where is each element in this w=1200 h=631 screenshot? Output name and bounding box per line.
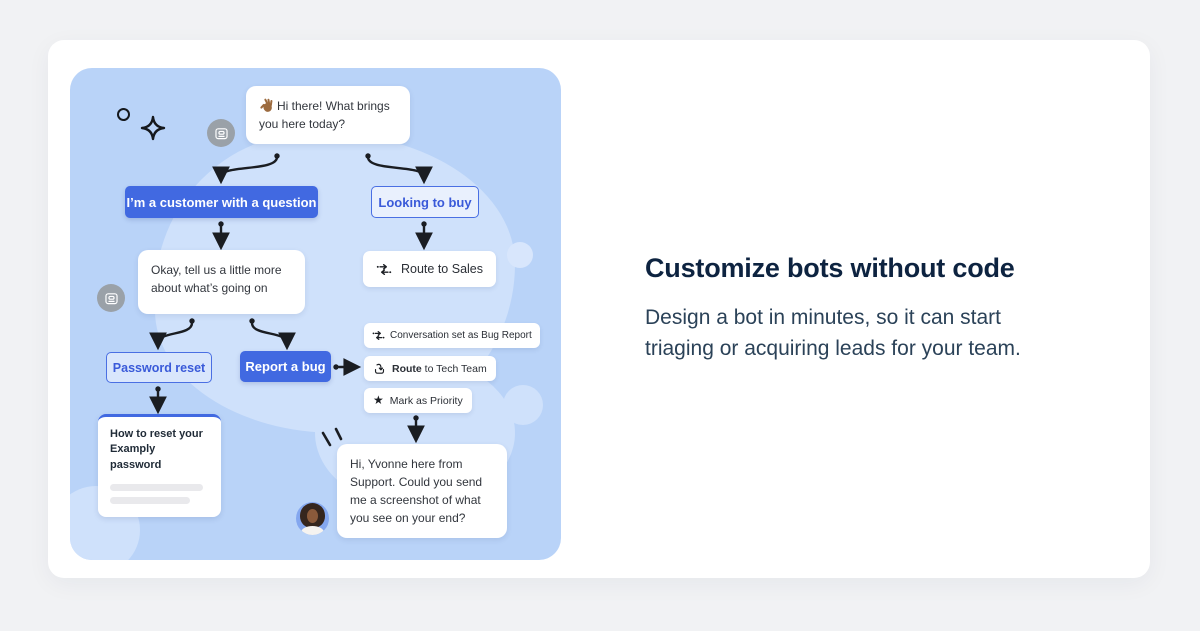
background-blob — [503, 385, 543, 425]
route-to-sales-label: Route to Sales — [401, 262, 483, 276]
route-tech-team-box: Route to Tech Team — [364, 356, 496, 381]
shuffle-icon — [372, 330, 385, 341]
option-report-bug-button[interactable]: Report a bug — [240, 351, 331, 382]
bot-followup-text: Okay, tell us a little more about what’s… — [151, 263, 282, 295]
placeholder-line — [110, 497, 190, 505]
avatar-shirt — [301, 526, 324, 535]
placeholder-line — [110, 484, 203, 492]
route-to-sales-box: Route to Sales — [363, 251, 496, 287]
sparkle-icon — [140, 115, 166, 141]
feature-description: Design a bot in minutes, so it can start… — [645, 305, 1021, 361]
option-customer-button[interactable]: I’m a customer with a question — [125, 186, 318, 218]
mark-priority-box: ★ Mark as Priority — [364, 388, 472, 413]
agent-avatar — [296, 502, 329, 535]
option-password-label: Password reset — [112, 360, 206, 375]
help-article-card: How to reset your Examply password — [98, 414, 221, 518]
wave-emoji-icon — [260, 98, 273, 112]
circle-decoration — [117, 108, 130, 121]
feature-copy: Customize bots without code Design a bot… — [645, 252, 1065, 365]
bot-followup-bubble: Okay, tell us a little more about what’s… — [138, 250, 305, 314]
option-buy-label: Looking to buy — [378, 194, 472, 210]
bot-flow-illustration: Hi there! What brings you here today? I’… — [70, 68, 561, 560]
agent-message-bubble: Hi, Yvonne here from Support. Could you … — [337, 444, 507, 538]
bot-greeting-text: Hi there! What brings you here today? — [259, 99, 390, 131]
bot-greeting-bubble: Hi there! What brings you here today? — [246, 86, 410, 144]
bug-report-label: Conversation set as Bug Report — [390, 330, 532, 341]
option-password-reset-button[interactable]: Password reset — [106, 352, 212, 383]
shuffle-icon — [376, 263, 392, 275]
mark-priority-label: Mark as Priority — [389, 394, 463, 407]
bug-report-action-box: Conversation set as Bug Report — [364, 323, 540, 348]
route-icon — [374, 363, 385, 374]
agent-message-text: Hi, Yvonne here from Support. Could you … — [350, 457, 483, 525]
feature-card: Hi there! What brings you here today? I’… — [48, 40, 1150, 578]
option-bug-label: Report a bug — [245, 359, 326, 374]
background-blob — [507, 242, 533, 268]
option-customer-label: I’m a customer with a question — [126, 194, 317, 210]
bot-avatar-icon — [207, 119, 235, 147]
bot-avatar-icon — [97, 284, 125, 312]
star-icon: ★ — [373, 393, 384, 407]
article-title: How to reset your Examply password — [110, 428, 203, 471]
option-looking-to-buy-button[interactable]: Looking to buy — [371, 186, 479, 218]
flow-connectors — [149, 153, 433, 447]
avatar-face — [307, 509, 318, 523]
route-tech-team-label: Route to Tech Team — [392, 362, 487, 375]
feature-heading: Customize bots without code — [645, 253, 1015, 283]
